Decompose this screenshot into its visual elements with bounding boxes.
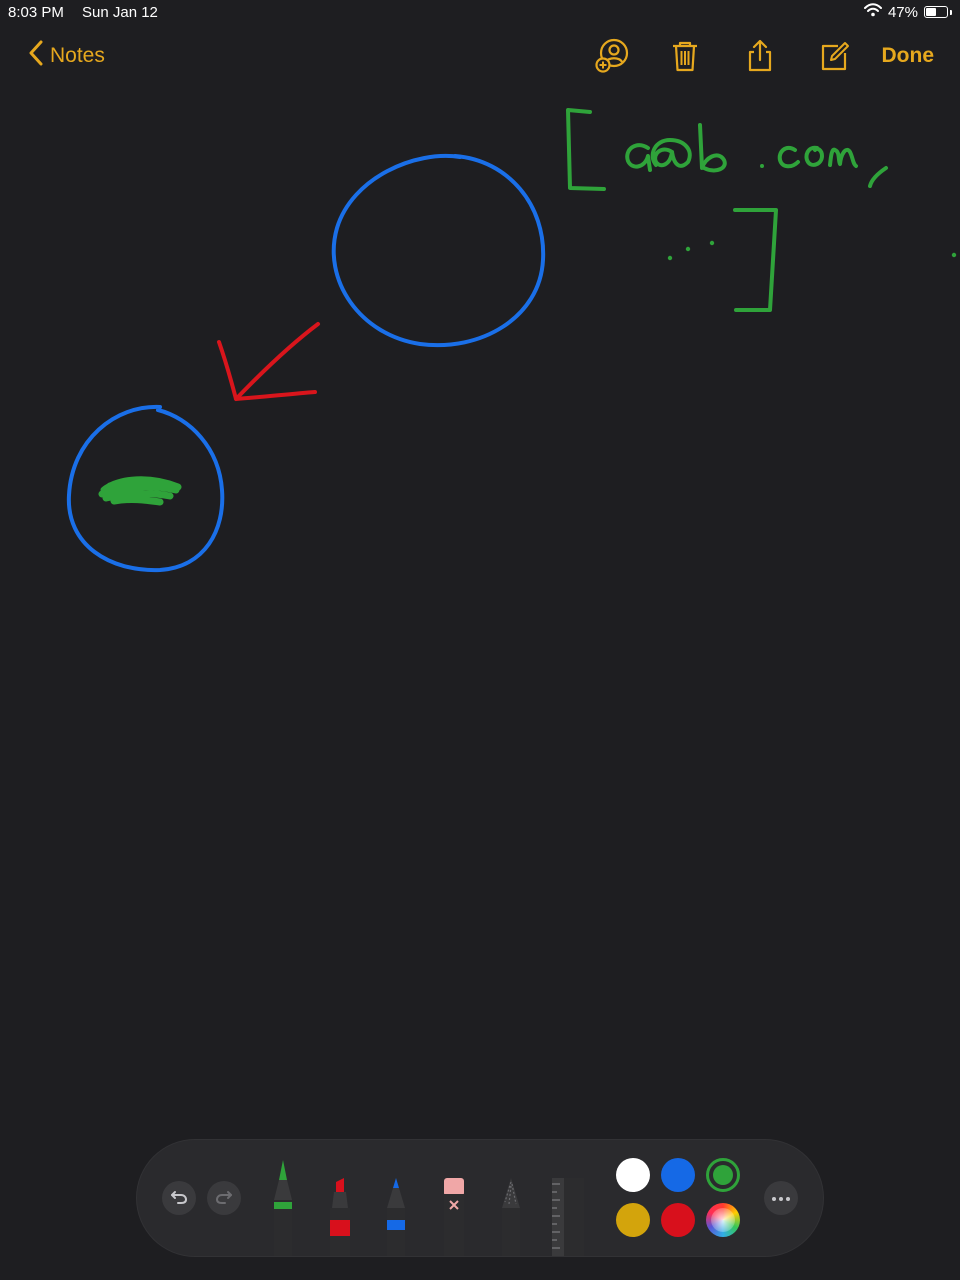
chevron-left-icon <box>28 40 44 72</box>
green-bracket-left <box>566 108 606 191</box>
battery-fill <box>926 8 937 16</box>
color-red[interactable] <box>661 1203 695 1237</box>
marker-tool[interactable] <box>326 1176 354 1261</box>
blue-circle-large <box>331 154 546 348</box>
handwritten-email <box>625 123 888 188</box>
status-right: 47% <box>863 3 952 21</box>
back-button[interactable]: Notes <box>28 40 105 72</box>
green-dot <box>951 252 957 258</box>
eraser-tool[interactable] <box>440 1176 468 1261</box>
add-collaborator-icon[interactable] <box>594 38 630 74</box>
status-date: Sun Jan 12 <box>82 4 158 21</box>
pen-tool[interactable] <box>268 1156 298 1261</box>
status-bar: 8:03 PM Sun Jan 12 47% <box>0 0 960 26</box>
color-blue[interactable] <box>661 1158 695 1192</box>
blue-circle-small <box>66 404 225 573</box>
status-time: 8:03 PM <box>8 4 64 21</box>
battery-tip <box>950 9 952 15</box>
pencil-tool[interactable] <box>382 1176 410 1261</box>
back-label: Notes <box>50 44 105 67</box>
green-dot <box>709 240 715 246</box>
color-yellow[interactable] <box>616 1203 650 1237</box>
undo-button[interactable] <box>162 1181 196 1215</box>
share-icon[interactable] <box>742 38 778 74</box>
wifi-icon <box>863 3 882 21</box>
undo-icon <box>170 1187 188 1210</box>
lasso-tool[interactable] <box>497 1176 525 1261</box>
color-green-fill <box>713 1165 733 1185</box>
green-scribble <box>98 476 182 506</box>
battery-percent: 47% <box>887 3 918 21</box>
nav-bar: Notes <box>0 30 960 84</box>
done-button[interactable]: Done <box>881 44 935 67</box>
green-dot <box>667 255 673 261</box>
red-arrow <box>217 322 320 401</box>
drawing-toolbar <box>137 1140 823 1256</box>
redo-icon <box>215 1187 233 1210</box>
green-bracket-right <box>733 208 778 312</box>
more-options-button[interactable] <box>764 1181 798 1215</box>
trash-icon[interactable] <box>667 38 703 74</box>
color-green-selected[interactable] <box>706 1158 740 1192</box>
color-white[interactable] <box>616 1158 650 1192</box>
compose-icon[interactable] <box>816 38 852 74</box>
color-picker-button[interactable] <box>706 1203 740 1237</box>
green-dot <box>685 246 691 252</box>
color-picker-center <box>711 1208 735 1232</box>
ellipsis-icon <box>771 1189 791 1207</box>
battery-icon <box>924 6 948 18</box>
ruler-tool[interactable] <box>550 1176 586 1261</box>
redo-button[interactable] <box>207 1181 241 1215</box>
